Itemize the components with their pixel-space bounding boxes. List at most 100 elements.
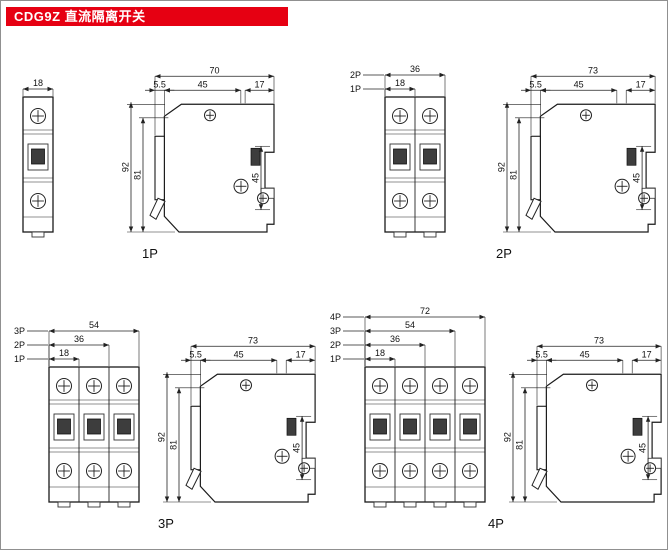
toggle-lever	[433, 418, 447, 435]
arrowhead	[525, 88, 531, 93]
arrowhead	[140, 226, 146, 232]
mount-foot	[31, 231, 45, 238]
dim-text: 81	[169, 440, 179, 450]
arrowhead	[164, 88, 170, 93]
dim-text: 72	[420, 306, 430, 316]
panel-label-2p: 2P	[496, 246, 512, 261]
screw-icon	[233, 178, 249, 194]
arrowhead	[522, 496, 528, 502]
arrowhead	[516, 117, 522, 124]
dim-text: 45	[234, 349, 244, 359]
arrowhead	[639, 146, 645, 152]
arrowhead	[531, 74, 537, 79]
mount-foot	[423, 231, 437, 238]
header-bar: CDG9Z 直流隔离开关	[6, 7, 288, 26]
panel-label-4p: 4P	[488, 516, 504, 531]
toggle-lever-side	[149, 197, 166, 221]
arrowhead	[632, 358, 638, 363]
arrowhead	[449, 328, 455, 334]
screw-icon	[402, 378, 418, 394]
arrowhead	[185, 358, 191, 363]
screw-icon	[86, 378, 102, 394]
arrowhead	[389, 356, 395, 362]
arrowhead	[516, 226, 522, 232]
contact-block	[626, 147, 637, 166]
arrowhead	[235, 88, 241, 93]
screw-icon	[586, 379, 598, 392]
screw-icon	[30, 108, 46, 124]
dim-text: 54	[89, 320, 99, 330]
arrowhead	[49, 342, 55, 348]
arrowhead	[655, 358, 662, 363]
arrowhead	[23, 86, 29, 92]
screw-icon	[204, 109, 216, 122]
screw-icon	[372, 378, 388, 394]
arrowhead	[649, 88, 656, 93]
arrowhead	[409, 86, 415, 92]
arrowhead	[286, 358, 292, 363]
arrowhead	[128, 226, 134, 232]
dim-text: 92	[503, 432, 513, 442]
screw-icon	[614, 178, 630, 194]
screw-icon	[116, 463, 132, 479]
arrowhead	[268, 88, 274, 93]
screw-icon	[240, 379, 252, 392]
mount-foot	[463, 501, 477, 508]
mount-foot	[373, 501, 387, 508]
mount-foot	[57, 501, 71, 508]
contact-block	[286, 417, 297, 436]
screw-icon	[372, 463, 388, 479]
screw-icon	[56, 463, 72, 479]
screw-icon	[462, 378, 478, 394]
mount-foot	[433, 501, 447, 508]
dim-text: 81	[133, 170, 143, 180]
arrowhead	[510, 496, 516, 502]
dim-text: 17	[255, 79, 265, 89]
pole-label: 2P	[350, 70, 361, 80]
side-body	[163, 103, 275, 233]
screw-icon	[432, 378, 448, 394]
dim-text: 18	[59, 348, 69, 358]
arrowhead	[299, 474, 305, 480]
dim-text: 45	[292, 443, 302, 453]
toggle-lever	[117, 418, 131, 435]
screw-icon	[56, 378, 72, 394]
screw-icon	[274, 448, 290, 464]
screw-icon	[580, 109, 592, 122]
pole-label: 4P	[330, 312, 341, 322]
front-bezel	[190, 405, 201, 471]
arrowhead	[49, 328, 55, 334]
arrowhead	[271, 358, 277, 363]
screw-icon	[638, 192, 651, 205]
dim-text: 5.5	[535, 349, 548, 359]
arrowhead	[176, 387, 182, 394]
arrowhead	[439, 72, 445, 78]
dim-text: 45	[574, 79, 584, 89]
side-body	[545, 373, 662, 503]
screw-icon	[462, 463, 478, 479]
arrowhead	[258, 146, 264, 152]
screw-icon	[257, 192, 269, 205]
dim-text: 73	[594, 335, 604, 345]
arrowhead	[365, 356, 371, 362]
arrowhead	[164, 496, 170, 502]
arrowhead	[140, 117, 146, 124]
arrowhead	[504, 226, 510, 232]
mount-foot	[403, 501, 417, 508]
arrowhead	[365, 314, 371, 320]
dim-text: 92	[157, 432, 167, 442]
arrowhead	[546, 358, 552, 363]
toggle-lever-side	[531, 467, 548, 491]
pole-label: 2P	[330, 340, 341, 350]
arrowhead	[191, 344, 197, 349]
toggle-lever-side	[185, 467, 202, 491]
mount-foot	[87, 501, 101, 508]
screw-icon	[86, 463, 102, 479]
